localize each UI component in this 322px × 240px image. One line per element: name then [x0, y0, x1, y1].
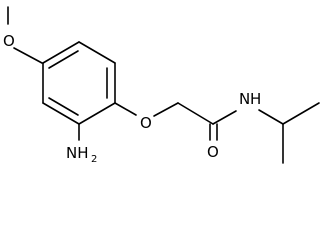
ether-o-ch2-bond	[153, 102, 179, 117]
carbonyl-oxygen-label: O	[207, 143, 219, 161]
ch2-carbonyl-bond	[177, 102, 214, 125]
methoxy-o-ring-bond	[13, 47, 43, 64]
ring-bond-5	[42, 102, 80, 125]
amide-nitrogen-label: N	[239, 90, 250, 108]
carbonyl-amide-n-bond	[212, 110, 237, 125]
structure-canvas: O NH 2 O O N H	[3, 6, 320, 165]
ring-ether-o-bond	[114, 102, 137, 116]
amine-nitrogen-label: NH	[66, 144, 89, 162]
ring-bond-1	[42, 41, 80, 64]
methoxy-oxygen-label: O	[3, 32, 15, 50]
molecule-structure: O NH 2 O O N H	[3, 6, 320, 165]
ring-bond-2	[78, 41, 116, 64]
ring-bond-4	[78, 102, 116, 125]
ring-bond-5-inner	[48, 97, 79, 116]
amine-subscript-label: 2	[91, 154, 97, 165]
ring-bond-1-inner	[48, 50, 79, 69]
amide-n-isopropyl-bond	[258, 109, 284, 125]
isopropyl-methyl-bond-1	[282, 102, 320, 125]
amide-hydrogen-label: H	[250, 90, 261, 108]
ether-oxygen-label: O	[140, 114, 152, 132]
